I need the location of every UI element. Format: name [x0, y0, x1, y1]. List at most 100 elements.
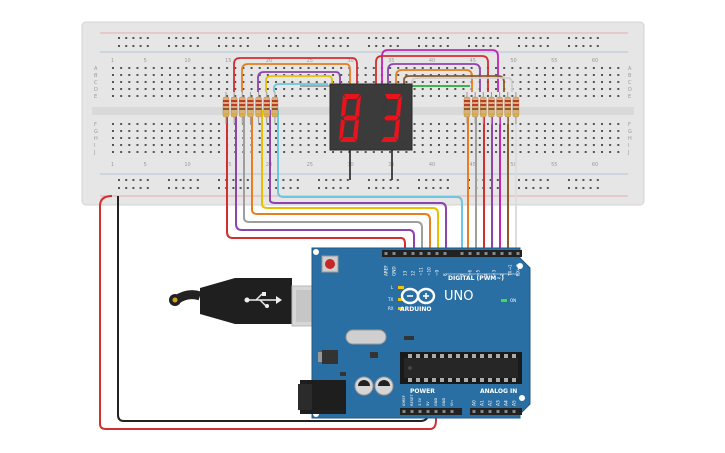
terminal-hole [389, 67, 392, 69]
header-pin[interactable] [443, 252, 447, 255]
header-pin[interactable] [516, 252, 520, 255]
rail-hole [582, 187, 585, 189]
header-pin[interactable] [418, 410, 422, 413]
terminal-hole [185, 123, 188, 125]
header-pin[interactable] [468, 252, 472, 255]
header-pin[interactable] [392, 252, 396, 255]
terminal-hole [519, 88, 522, 90]
seven-segment-display[interactable] [329, 83, 413, 180]
wire-yellow-left[interactable] [261, 110, 439, 250]
header-pin[interactable] [504, 410, 508, 413]
rail-hole [396, 187, 399, 189]
header-pin[interactable] [419, 252, 423, 255]
header-pin[interactable] [488, 410, 492, 413]
jumper-wires [226, 110, 517, 250]
header-pin[interactable] [496, 410, 500, 413]
wire-top-purple-right[interactable] [387, 63, 481, 92]
header-pin[interactable] [508, 252, 512, 255]
resistor-band [255, 108, 262, 110]
terminal-hole [519, 137, 522, 139]
wire-purple-left-2[interactable] [269, 110, 447, 250]
terminal-hole [438, 74, 440, 76]
header-pin[interactable] [476, 252, 480, 255]
resistor-band [263, 108, 270, 110]
terminal-hole [446, 81, 449, 83]
digital-header [382, 250, 522, 257]
wire-top-magenta[interactable] [381, 49, 499, 92]
reset-button[interactable] [325, 259, 335, 269]
terminal-hole [299, 67, 302, 69]
terminal-hole [160, 88, 163, 90]
header-pin[interactable] [411, 252, 415, 255]
wire-grey-left[interactable] [243, 110, 423, 250]
rail-hole [275, 179, 278, 181]
terminal-hole [527, 74, 530, 76]
header-pin[interactable] [410, 410, 414, 413]
terminal-hole [438, 137, 440, 139]
rail-hole [475, 45, 478, 47]
terminal-hole [283, 123, 286, 125]
header-pin[interactable] [484, 252, 488, 255]
header-pin[interactable] [460, 252, 464, 255]
wire-top-orange[interactable] [241, 63, 351, 92]
chip-pin [472, 354, 476, 358]
wire-orange-left[interactable] [251, 110, 431, 250]
terminal-hole [511, 123, 514, 125]
resistor-band [231, 100, 238, 102]
wire-top-orange-right[interactable] [395, 69, 473, 92]
terminal-hole [601, 130, 603, 132]
terminal-hole [413, 151, 416, 153]
header-pin[interactable] [403, 252, 407, 255]
terminal-hole [535, 144, 538, 146]
terminal-hole [560, 88, 563, 90]
column-number-top: 10 [184, 58, 190, 64]
arduino-infinity-icon [400, 287, 436, 305]
terminal-hole [169, 130, 172, 132]
wire-top-red[interactable] [233, 57, 358, 92]
header-pin[interactable] [442, 410, 446, 413]
header-pin[interactable] [472, 410, 476, 413]
header-pin[interactable] [512, 410, 516, 413]
resistor-band [464, 104, 470, 106]
terminal-hole [283, 67, 286, 69]
terminal-hole [185, 151, 188, 153]
header-pin[interactable] [434, 410, 438, 413]
wire-top-white-right[interactable] [411, 77, 513, 92]
header-pin[interactable] [427, 252, 431, 255]
terminal-hole [584, 81, 587, 83]
terminal-hole [201, 123, 204, 125]
header-pin[interactable] [384, 252, 388, 255]
rail-hole [139, 37, 142, 39]
wire-purple-left[interactable] [235, 110, 415, 250]
header-pin[interactable] [435, 252, 439, 255]
header-pin[interactable] [402, 410, 406, 413]
wire-top-cyan[interactable] [273, 83, 328, 92]
wire-top-brown-right[interactable] [403, 75, 505, 92]
header-pin[interactable] [500, 252, 504, 255]
header-pin[interactable] [480, 410, 484, 413]
wire-red-left[interactable] [226, 110, 406, 250]
led-rx-label: RX [388, 306, 394, 311]
terminal-hole [609, 81, 612, 83]
rail-hole [432, 45, 435, 47]
wire-cyan-left[interactable] [277, 110, 463, 250]
terminal-hole [112, 130, 114, 132]
wire-top-yellow[interactable] [265, 75, 333, 92]
led-on [501, 299, 507, 302]
wire-top-red-right[interactable] [375, 55, 489, 92]
rail-hole [582, 179, 585, 181]
terminal-hole [128, 67, 131, 69]
header-pin[interactable] [426, 410, 430, 413]
pin-label: 2 [500, 273, 505, 276]
header-pin[interactable] [492, 252, 496, 255]
rail-hole [525, 37, 528, 39]
header-pin[interactable] [450, 410, 454, 413]
rail-hole [482, 37, 485, 39]
resistor-band [504, 100, 511, 102]
wire-power-red[interactable] [99, 195, 437, 430]
column-number-bottom: 50 [510, 162, 516, 168]
wire-top-purple[interactable] [257, 71, 341, 92]
terminal-hole [185, 137, 188, 139]
